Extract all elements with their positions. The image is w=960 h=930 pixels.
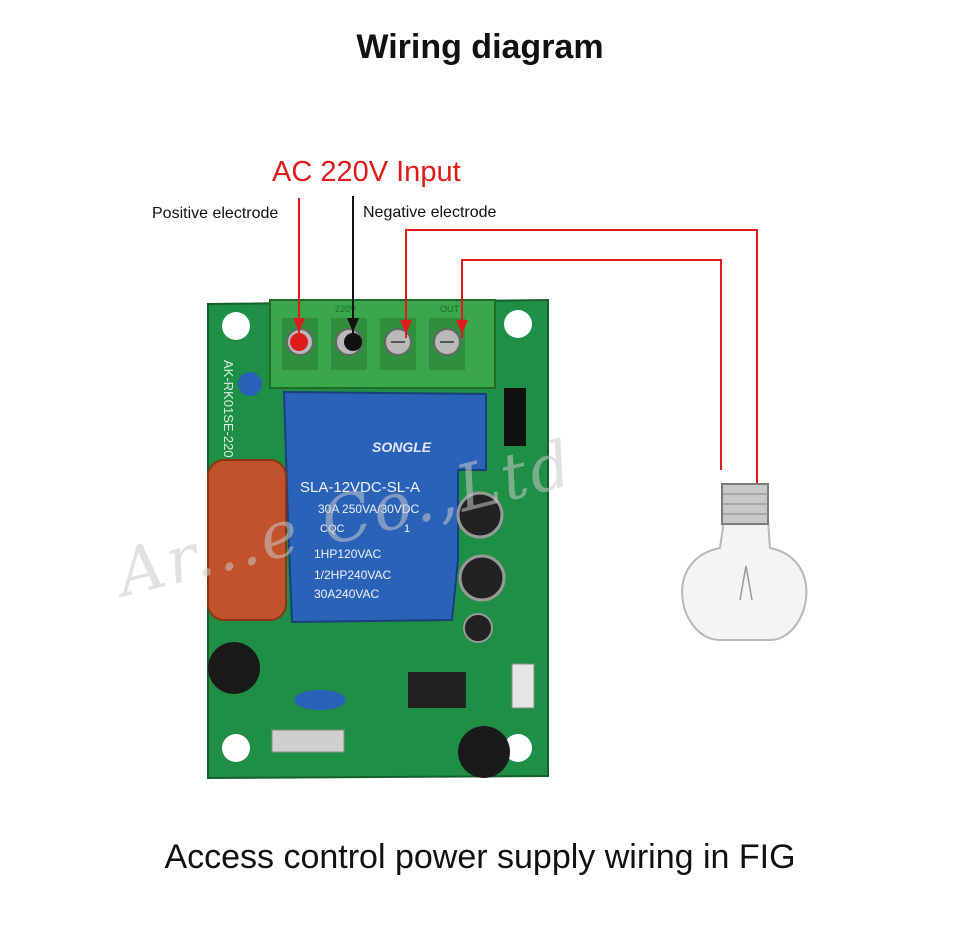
- relay-pin: 1: [404, 523, 410, 535]
- mount-hole: [222, 312, 250, 340]
- board-model-text: AK-RK01SE-220: [221, 360, 236, 458]
- capacitor-blue: [238, 372, 262, 396]
- relay-rating-1: 30A 250VA/30VDC: [318, 502, 420, 516]
- input-wires: [290, 196, 362, 351]
- relay-rating-3: 1/2HP240VAC: [314, 568, 391, 582]
- terminal-mark-out: OUT: [440, 304, 460, 314]
- jumper-header: [504, 388, 526, 446]
- output-wires: [400, 229, 758, 486]
- board-components: [207, 372, 535, 778]
- negative-terminal-dot: [344, 333, 362, 351]
- positive-electrode-label: Positive electrode: [152, 205, 279, 222]
- push-button: [511, 663, 535, 709]
- caption: Access control power supply wiring in FI…: [164, 838, 796, 876]
- terminal-mark-in: 220V: [335, 304, 356, 314]
- capacitor-blue: [294, 690, 346, 710]
- crystal: [271, 729, 345, 753]
- relay-rating-4: 30A240VAC: [314, 587, 379, 601]
- page-title: Wiring diagram: [356, 28, 604, 66]
- negative-electrode-label: Negative electrode: [363, 204, 497, 221]
- mount-hole: [504, 310, 532, 338]
- capacitor-electrolytic: [456, 491, 504, 539]
- ac-input-label: AC 220V Input: [272, 156, 461, 188]
- bridge-rectifier: [208, 642, 260, 694]
- mount-hole: [504, 734, 532, 762]
- relay-rating-2: 1HP120VAC: [314, 547, 381, 561]
- relay-model: SLA-12VDC-SL-A: [300, 479, 420, 496]
- capacitor-electrolytic: [463, 613, 493, 643]
- relay-cert: CQC: [320, 523, 345, 535]
- antenna-coil: [458, 726, 510, 778]
- capacitor-electrolytic: [458, 554, 506, 602]
- mount-hole: [222, 734, 250, 762]
- capacitor-red: [207, 459, 287, 621]
- ic-chip: [408, 672, 466, 708]
- positive-terminal-dot: [290, 333, 308, 351]
- output-wire-1: [405, 229, 758, 486]
- output-wire-2: [461, 259, 722, 470]
- relay-brand: SONGLE: [372, 439, 432, 455]
- light-bulb: [681, 483, 808, 641]
- relay: SONGLE SLA-12VDC-SL-A 30A 250VA/30VDC CQ…: [282, 390, 487, 624]
